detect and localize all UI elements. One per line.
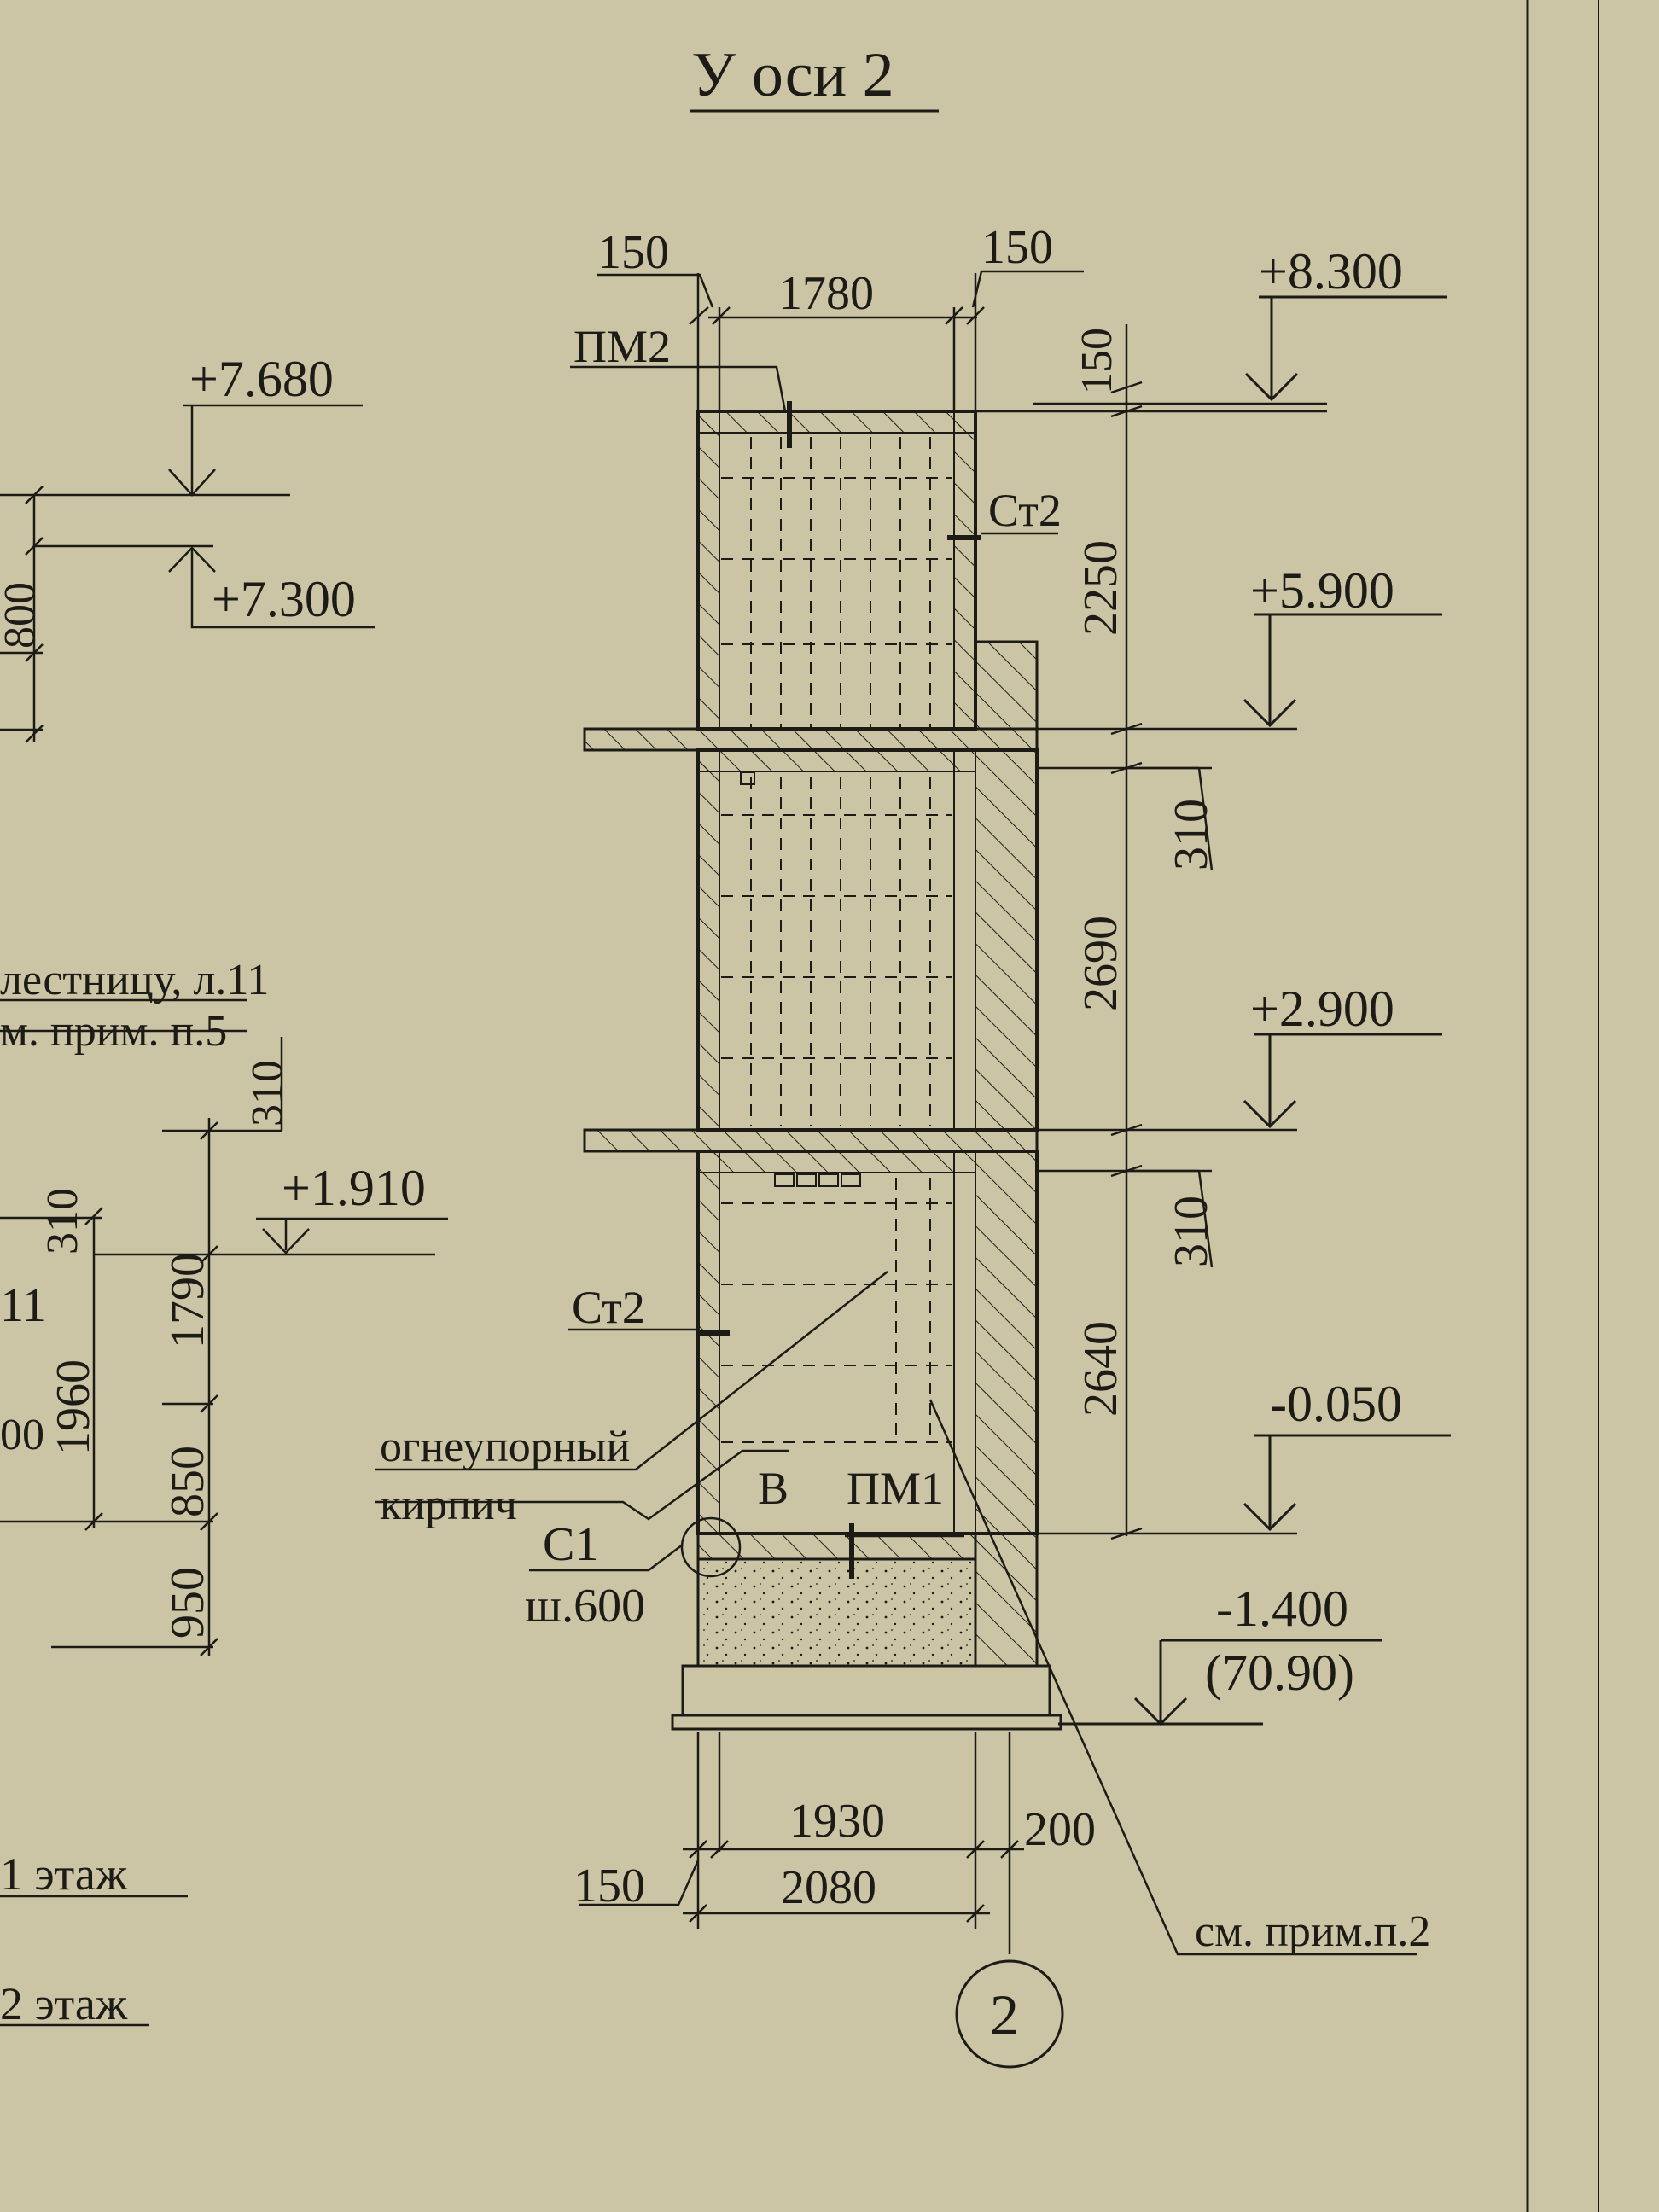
dim-lines-top	[570, 270, 1084, 412]
leader-lines	[375, 532, 1417, 1956]
level-markers-right	[1058, 295, 1451, 1726]
level-7300: +7.300	[212, 571, 356, 627]
label-st2-top: Ст2	[988, 485, 1062, 536]
drawing-title: У оси 2	[691, 40, 894, 110]
dim-left-850: 850	[161, 1446, 214, 1517]
dim-left-00: 00	[0, 1411, 44, 1459]
label-pm2: ПМ2	[573, 321, 671, 372]
label-pm1: ПМ1	[847, 1463, 944, 1514]
label-m1: 11	[0, 1279, 46, 1332]
level-8300: +8.300	[1259, 243, 1403, 300]
label-brick-2: кирпич	[380, 1481, 517, 1529]
dim-right-310b: 310	[1165, 1196, 1218, 1267]
flue-grid-middle	[721, 777, 952, 1126]
dim-left-310b: 310	[38, 1188, 87, 1254]
callout-texts: ПМ2 Ст2 Ст2 огнеупорный кирпич В ПМ1 С1 …	[0, 321, 1430, 2047]
label-b: В	[758, 1463, 789, 1514]
dim-top-right: 150	[981, 221, 1053, 274]
label-stair-1: лестницу, л.11	[0, 956, 269, 1004]
dim-right-2690: 2690	[1074, 916, 1127, 1011]
label-c1: С1	[543, 1518, 598, 1571]
dim-right-150: 150	[1073, 328, 1121, 394]
dim-bottom-2080: 2080	[781, 1861, 876, 1914]
dim-lines-bottom	[579, 1732, 1024, 1954]
label-axis-2: 2	[990, 1982, 1019, 2047]
dim-bottom-150: 150	[573, 1860, 645, 1912]
dim-bottom-1930: 1930	[789, 1795, 885, 1848]
dim-right-2640: 2640	[1074, 1321, 1127, 1417]
axis-bubble	[955, 1959, 1064, 2069]
dim-top-mid: 1780	[778, 267, 874, 320]
chimney-section	[583, 401, 1062, 1731]
dimension-texts: 150 1780 150 150 2250 310 2690 310 2640 …	[0, 221, 1218, 1914]
dim-right-310a: 310	[1165, 799, 1218, 870]
label-stair-2: м. прим. п.5	[0, 1007, 227, 1056]
label-floor-2: 2 этаж	[0, 1978, 128, 2029]
label-floor-1: 1 этаж	[0, 1848, 128, 1900]
dim-lines-right	[975, 324, 1327, 1540]
level-minus-0050: -0.050	[1270, 1376, 1402, 1432]
level-texts: +8.300 +5.900 +2.900 -0.050 -1.400 (70.9…	[189, 243, 1403, 1701]
dim-left-800: 800	[0, 582, 44, 649]
dim-left-1790: 1790	[161, 1253, 214, 1348]
label-st2-left: Ст2	[572, 1282, 645, 1333]
dim-bottom-200: 200	[1024, 1803, 1096, 1856]
level-2900: +2.900	[1250, 981, 1394, 1037]
level-5900: +5.900	[1250, 562, 1394, 619]
dim-left-950: 950	[161, 1567, 214, 1639]
flue-grid-lower	[721, 1178, 952, 1443]
label-sh600: ш.600	[525, 1580, 645, 1633]
left-fragment	[0, 404, 448, 2027]
flue-grid-upper	[721, 437, 952, 727]
label-note: см. прим.п.2	[1195, 1907, 1430, 1956]
level-minus-1400: -1.400	[1216, 1580, 1348, 1637]
level-minus-1400-abs: (70.90)	[1205, 1644, 1354, 1701]
frame-lines	[1526, 0, 1599, 2212]
dim-left-1960: 1960	[47, 1359, 100, 1455]
level-7680: +7.680	[189, 351, 334, 407]
level-1910: +1.910	[282, 1160, 426, 1216]
dim-left-310a: 310	[243, 1060, 292, 1126]
dim-right-2250: 2250	[1074, 540, 1127, 636]
label-brick-1: огнеупорный	[380, 1423, 630, 1471]
dim-top-left: 150	[597, 226, 669, 279]
